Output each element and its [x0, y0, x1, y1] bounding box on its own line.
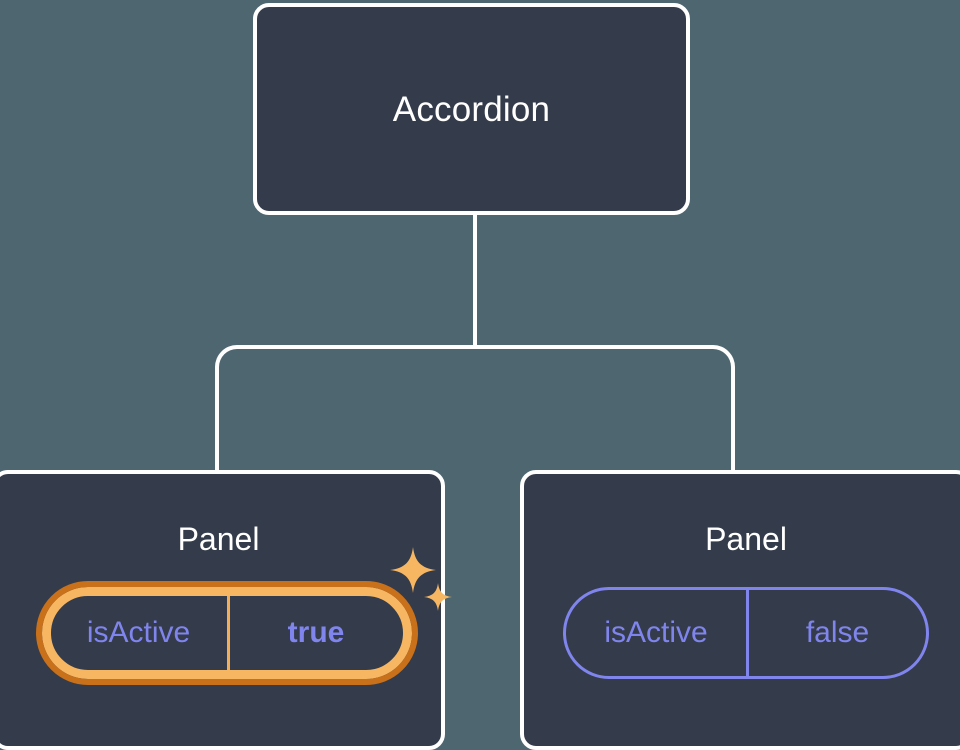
prop-pill-wrapper-inactive: isActive false: [563, 587, 929, 679]
connector-root-stem: [473, 213, 477, 347]
prop-pill-wrapper-active: isActive true: [35, 547, 452, 685]
node-label-panel: Panel: [705, 521, 787, 557]
node-label-accordion: Accordion: [392, 89, 551, 129]
node-label-panel: Panel: [177, 521, 260, 557]
tree-node-panel-inactive[interactable]: Panel isActive false: [520, 470, 960, 750]
diagram-canvas: Accordion Panel isActive true Panel i: [0, 3, 960, 750]
tree-node-accordion[interactable]: Accordion: [253, 3, 690, 215]
prop-pill-highlighted[interactable]: isActive true: [35, 581, 418, 685]
sparkle-small-icon: [423, 583, 452, 611]
prop-key-cell: isActive: [604, 616, 708, 649]
prop-value-cell: true: [226, 596, 403, 670]
prop-value-cell: false: [746, 590, 926, 676]
prop-pill[interactable]: isActive false: [563, 587, 929, 679]
tree-node-panel-active[interactable]: Panel isActive true: [0, 470, 452, 750]
prop-key-cell: isActive: [86, 616, 191, 649]
sparkle-large-icon: [389, 547, 436, 593]
connector-branch-bar: [215, 345, 735, 475]
